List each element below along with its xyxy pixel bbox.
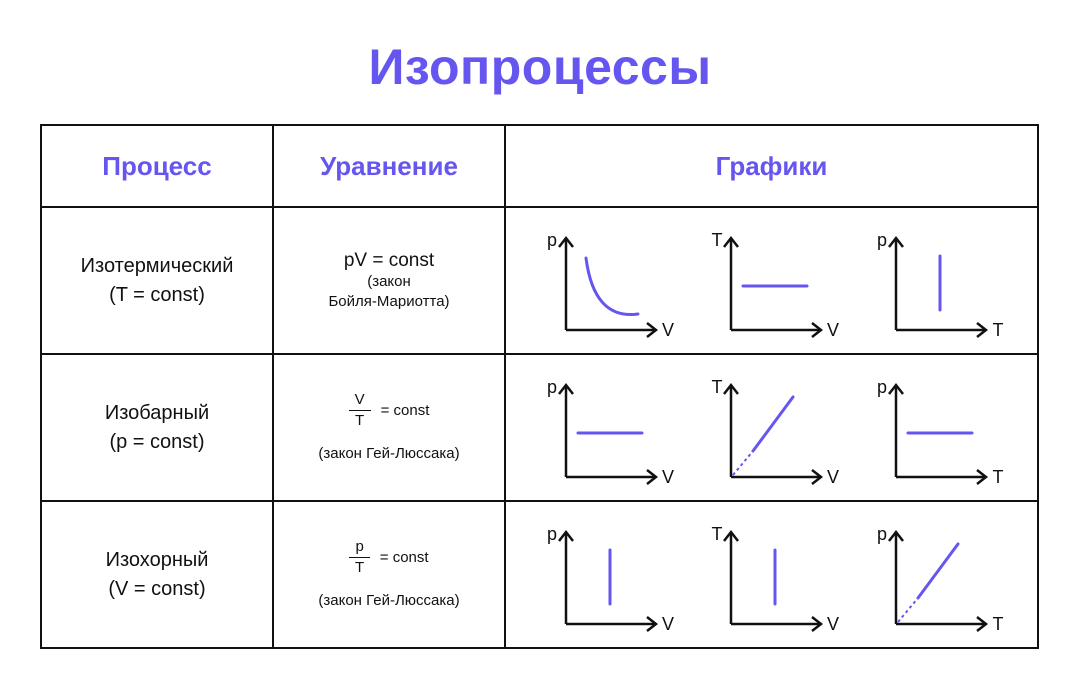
fraction-denominator: T (355, 559, 365, 576)
mini-graph: pV (547, 230, 674, 340)
axis-arrow-icon (888, 235, 989, 338)
law-note: (закон Гей-Люссака) (318, 445, 460, 462)
y-axis-label: T (712, 524, 723, 544)
equation-cell: pV = const (закон Бойля-Мариотта) (272, 206, 506, 355)
mini-graph: pT (877, 230, 1004, 340)
y-axis-label: p (877, 230, 887, 250)
law-note: (закон Гей-Люссака) (318, 592, 460, 609)
equation-cell: V T = const (закон Гей-Люссака) (272, 353, 506, 502)
graph-axes (894, 385, 986, 479)
process-condition: (T = const) (109, 283, 205, 306)
y-axis-label: p (547, 377, 557, 397)
graph-axes (894, 238, 986, 332)
graph-axes (564, 385, 656, 479)
process-name: Изохорный (105, 548, 209, 571)
fraction: p T (349, 538, 370, 577)
law-note-line2: Бойля-Мариотта) (328, 292, 450, 310)
isoprocess-table: Процесс Уравнение Графики Изотермический… (40, 124, 1039, 649)
fraction-numerator: V (348, 391, 371, 411)
graph-axes (564, 532, 656, 626)
x-axis-label: T (993, 614, 1004, 634)
graph-axes (564, 238, 656, 332)
axis-arrow-icon (723, 235, 824, 338)
header-graphs: Графики (504, 124, 1039, 208)
mini-graph: TV (712, 524, 840, 634)
equation-formula: p T = const (349, 538, 429, 577)
equation-text: pV = const (343, 249, 435, 271)
graph-axes (729, 385, 821, 479)
mini-graph: pV (547, 377, 674, 487)
x-axis-label: V (827, 614, 839, 634)
page-title: Изопроцессы (368, 39, 712, 95)
x-axis-label: T (993, 467, 1004, 487)
header-equation: Уравнение (272, 124, 506, 208)
header-process: Процесс (40, 124, 274, 208)
x-axis-label: V (662, 614, 674, 634)
axis-arrow-icon (723, 529, 824, 632)
x-axis-label: V (827, 467, 839, 487)
graph-curve (584, 256, 640, 317)
process-cell: Изобарный (p = const) (40, 353, 274, 502)
graph-axes (894, 532, 986, 626)
table-row-isobaric: Изобарный (p = const) V T = const (закон… (40, 353, 1039, 502)
y-axis-label: T (712, 377, 723, 397)
equation-formula: V T = const (348, 391, 430, 430)
axis-arrow-icon (723, 382, 824, 485)
graph-axes (729, 532, 821, 626)
graph-extrapolation (897, 597, 919, 623)
law-note-line1: (закон (367, 272, 411, 290)
x-axis-label: V (662, 467, 674, 487)
graph-axes (729, 238, 821, 332)
process-name: Изобарный (104, 401, 210, 424)
graph-line (751, 395, 795, 453)
process-name: Изотермический (80, 254, 234, 277)
table-row-isochoric: Изохорный (V = const) p T = const (закон… (40, 500, 1039, 649)
mini-graph: TV (712, 230, 840, 340)
graph-extrapolation (732, 450, 754, 476)
fraction-rhs: = const (379, 549, 429, 566)
axis-arrow-icon (558, 529, 659, 632)
axis-arrow-icon (888, 529, 989, 632)
y-axis-label: p (547, 230, 557, 250)
table-row-isothermal: Изотермический (T = const) pV = const (з… (40, 206, 1039, 355)
fraction-numerator: p (349, 538, 370, 558)
fraction-denominator: T (355, 412, 365, 429)
table-header-row: Процесс Уравнение Графики (40, 124, 1039, 208)
x-axis-label: T (993, 320, 1004, 340)
process-cell: Изотермический (T = const) (40, 206, 274, 355)
x-axis-label: V (827, 320, 839, 340)
process-cell: Изохорный (V = const) (40, 500, 274, 649)
fraction: V T (348, 391, 371, 430)
process-condition: (V = const) (108, 577, 206, 600)
axis-arrow-icon (558, 382, 659, 485)
axis-arrow-icon (888, 382, 989, 485)
mini-graph: pV (547, 524, 674, 634)
y-axis-label: p (547, 524, 557, 544)
process-condition: (p = const) (109, 430, 205, 453)
y-axis-label: p (877, 524, 887, 544)
fraction-rhs: = const (380, 402, 430, 419)
axis-arrow-icon (558, 235, 659, 338)
mini-graph: TV (712, 377, 840, 487)
x-axis-label: V (662, 320, 674, 340)
mini-graph: pT (877, 524, 1004, 634)
y-axis-label: T (712, 230, 723, 250)
equation-cell: p T = const (закон Гей-Люссака) (272, 500, 506, 649)
graph-line (916, 542, 960, 600)
mini-graph: pT (877, 377, 1004, 487)
y-axis-label: p (877, 377, 887, 397)
